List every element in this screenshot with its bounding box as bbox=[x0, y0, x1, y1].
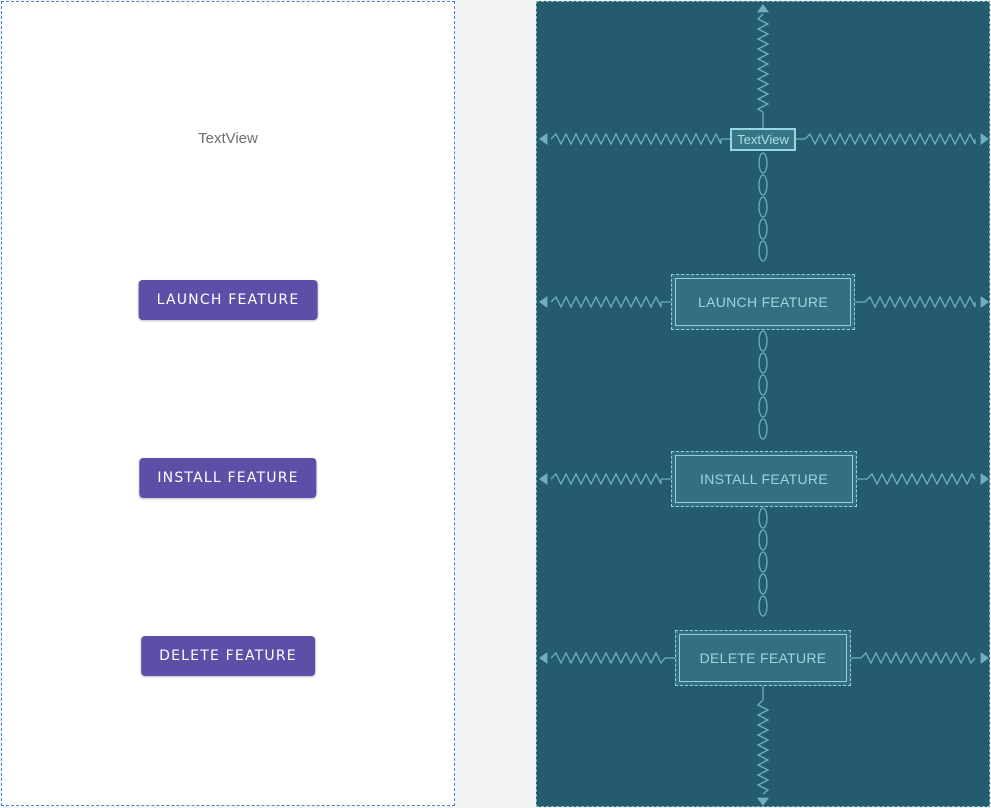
anchor-bottom-arrow bbox=[757, 797, 769, 806]
blueprint-textview[interactable]: TextView bbox=[730, 128, 796, 151]
launch-feature-button[interactable]: LAUNCH FEATURE bbox=[138, 280, 318, 320]
chain-launch-install bbox=[758, 330, 768, 440]
blueprint-install-feature-button[interactable]: INSTALL FEATURE bbox=[671, 451, 857, 507]
constraint-delete-left bbox=[550, 651, 666, 665]
canvas-gap bbox=[456, 0, 536, 808]
anchor-install-right bbox=[980, 473, 989, 485]
constraint-delete-right bbox=[860, 651, 976, 665]
blueprint-surface[interactable]: TextView LAUNCH FEATURE INSTALL FEATURE … bbox=[536, 1, 990, 807]
blueprint-launch-feature-button[interactable]: LAUNCH FEATURE bbox=[671, 274, 855, 330]
constraint-textview-left bbox=[550, 132, 722, 146]
blueprint-delete-label: DELETE FEATURE bbox=[699, 650, 827, 666]
constraint-textview-right bbox=[804, 132, 976, 146]
blueprint-delete-feature-button[interactable]: DELETE FEATURE bbox=[675, 630, 851, 686]
anchor-textview-left bbox=[539, 133, 548, 145]
chain-install-delete bbox=[758, 507, 768, 617]
delete-feature-button[interactable]: DELETE FEATURE bbox=[141, 636, 315, 676]
anchor-delete-left bbox=[539, 652, 548, 664]
install-feature-button[interactable]: INSTALL FEATURE bbox=[139, 458, 317, 498]
anchor-delete-right bbox=[980, 652, 989, 664]
constraint-install-left bbox=[550, 472, 662, 486]
constraint-bottom-spring bbox=[756, 699, 770, 795]
blueprint-install-label: INSTALL FEATURE bbox=[700, 471, 828, 487]
anchor-launch-right bbox=[980, 296, 989, 308]
blueprint-textview-label: TextView bbox=[737, 132, 789, 147]
constraint-top-spring bbox=[756, 13, 770, 113]
constraint-launch-right bbox=[864, 295, 976, 309]
chain-textview-launch bbox=[758, 152, 768, 262]
anchor-install-left bbox=[539, 473, 548, 485]
constraint-install-right bbox=[866, 472, 976, 486]
design-surface[interactable]: TextView LAUNCH FEATURE INSTALL FEATURE … bbox=[1, 1, 455, 806]
textview[interactable]: TextView bbox=[198, 130, 258, 147]
anchor-top-arrow bbox=[757, 4, 769, 13]
anchor-textview-right bbox=[980, 133, 989, 145]
constraint-lines bbox=[539, 4, 989, 806]
anchor-launch-left bbox=[539, 296, 548, 308]
blueprint-launch-label: LAUNCH FEATURE bbox=[698, 294, 828, 310]
constraint-launch-left bbox=[550, 295, 662, 309]
